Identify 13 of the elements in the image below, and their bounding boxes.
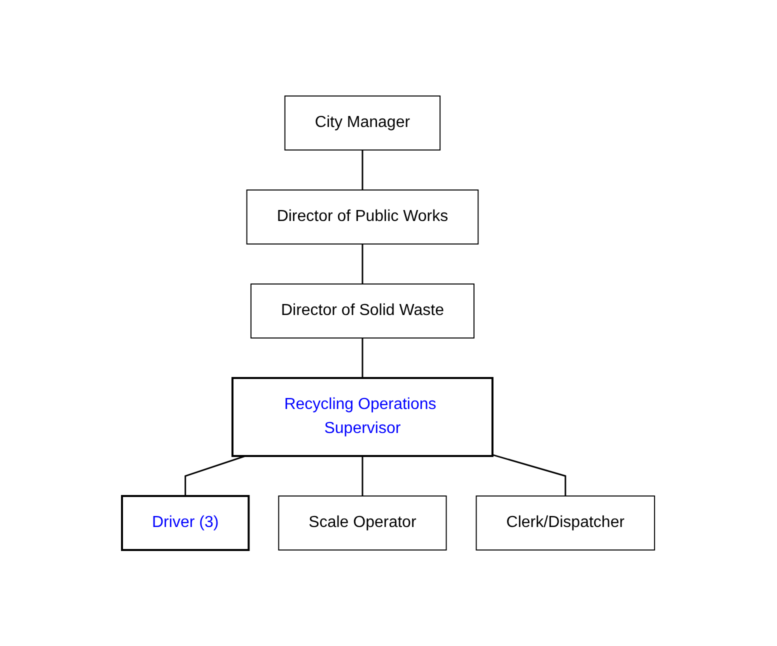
node-box: Director of Solid Waste <box>250 284 475 338</box>
node-box: Director of Public Works <box>246 190 479 244</box>
node-box: Driver (3) <box>121 495 250 551</box>
connector <box>362 456 364 496</box>
connector <box>362 338 364 378</box>
node-box: City Manager <box>284 96 441 150</box>
connector <box>492 454 566 496</box>
node-box: Recycling Operations Supervisor <box>232 377 494 457</box>
connector <box>362 150 364 190</box>
connector <box>362 244 364 284</box>
node-box: Scale Operator <box>278 496 447 550</box>
connector <box>184 455 246 496</box>
node-box: Clerk/Dispatcher <box>476 496 656 550</box>
